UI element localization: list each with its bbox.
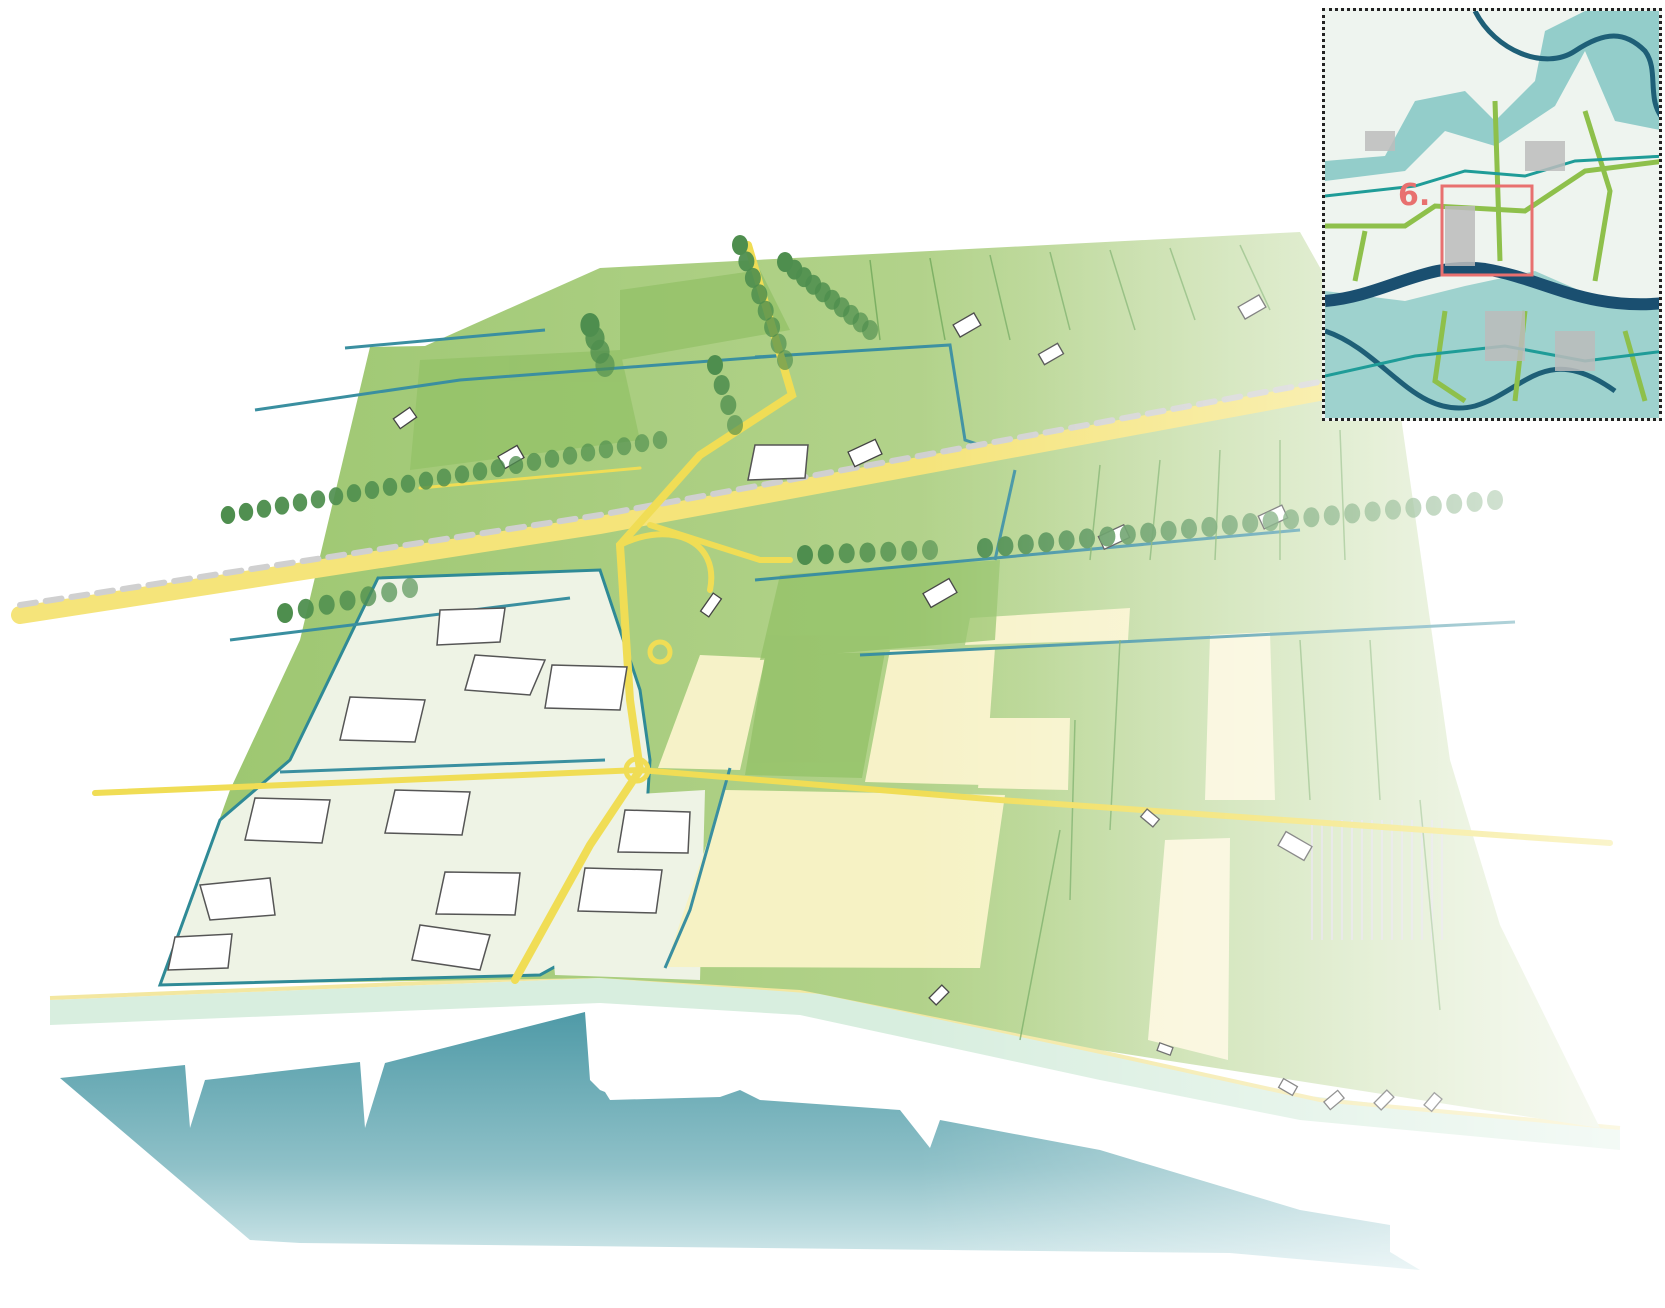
location-inset-map: 6.: [1322, 8, 1662, 421]
inset-river-north: [1472, 11, 1659, 118]
inset-label: 6.: [1398, 178, 1431, 213]
inset-highlight-box: [1440, 184, 1534, 277]
inset-river-main: [1325, 261, 1659, 311]
